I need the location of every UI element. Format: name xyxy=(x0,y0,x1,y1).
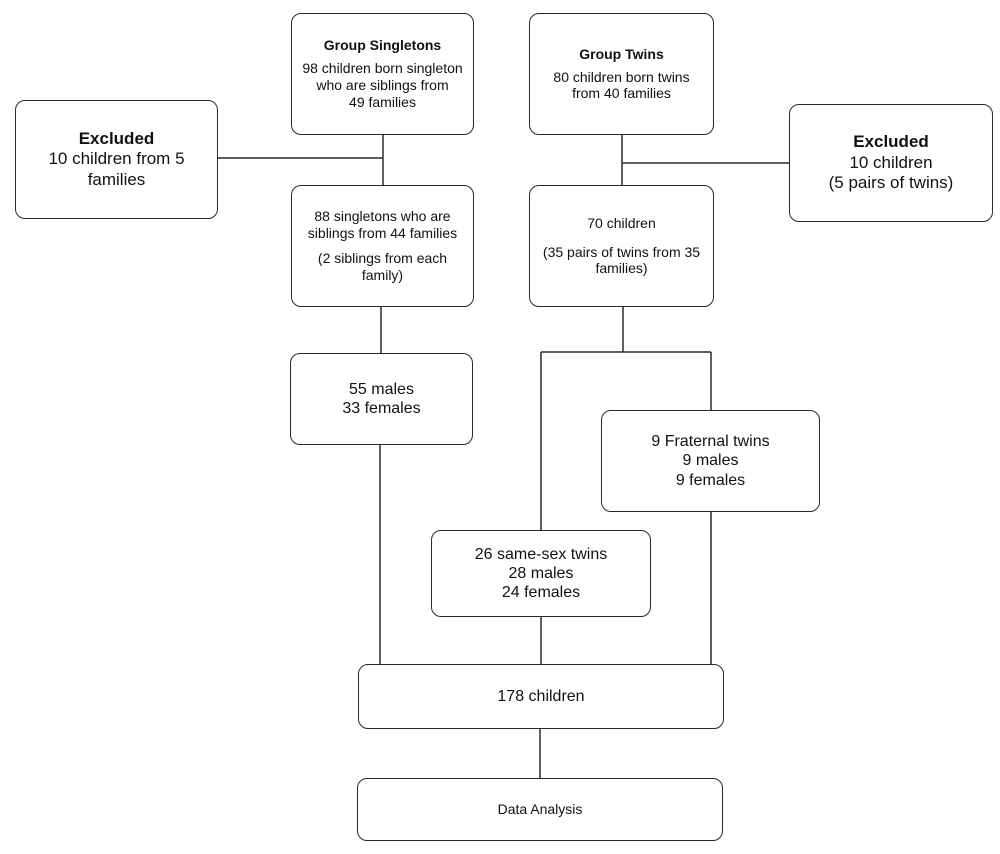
excluded-twins-title: Excluded xyxy=(853,132,929,152)
twins-kept-line2: (35 pairs of twins from 35 xyxy=(542,243,701,260)
excluded-singletons-title: Excluded xyxy=(78,128,155,148)
group-singletons-box: Group Singletons 98 children born single… xyxy=(291,13,474,135)
group-twins-line2: from 40 families xyxy=(572,85,671,102)
group-twins-box: Group Twins 80 children born twins from … xyxy=(529,13,714,135)
twins-kept-line3: families) xyxy=(595,260,648,277)
singletons-sex-box: 55 males 33 females xyxy=(290,353,473,445)
singletons-kept-line2: siblings from 44 families xyxy=(307,225,458,242)
excluded-twins-line2: (5 pairs of twins) xyxy=(828,173,954,193)
twins-kept-line1: 70 children xyxy=(587,214,656,231)
fraternal-males: 9 males xyxy=(682,452,739,470)
singletons-females: 33 females xyxy=(342,400,421,417)
excluded-singletons-line2: families xyxy=(87,169,146,189)
same-sex-females: 24 females xyxy=(501,584,581,602)
excluded-singletons-box: Excluded 10 children from 5 families xyxy=(15,100,218,219)
group-singletons-line1: 98 children born singleton xyxy=(302,60,463,77)
group-singletons-title: Group Singletons xyxy=(323,37,442,54)
excluded-singletons-line1: 10 children from 5 xyxy=(48,149,185,169)
group-singletons-line3: 49 families xyxy=(349,93,416,110)
same-sex-twins-box: 26 same-sex twins 28 males 24 females xyxy=(431,530,651,617)
singletons-kept-line3: (2 siblings from each xyxy=(317,250,448,266)
total-children-label: 178 children xyxy=(497,687,585,705)
same-sex-twins-count: 26 same-sex twins xyxy=(474,545,608,563)
excluded-twins-line1: 10 children xyxy=(849,152,933,172)
singletons-kept-box: 88 singletons who are siblings from 44 f… xyxy=(291,185,474,307)
group-singletons-line2: who are siblings from xyxy=(316,77,449,93)
data-analysis-box: Data Analysis xyxy=(357,778,723,841)
singletons-kept-line4: family) xyxy=(361,266,404,283)
singletons-kept-line1: 88 singletons who are xyxy=(314,208,451,225)
excluded-twins-box: Excluded 10 children (5 pairs of twins) xyxy=(789,104,993,222)
twins-kept-box: 70 children (35 pairs of twins from 35 f… xyxy=(529,185,714,307)
fraternal-twins-box: 9 Fraternal twins 9 males 9 females xyxy=(601,410,820,512)
data-analysis-label: Data Analysis xyxy=(497,801,583,818)
total-children-box: 178 children xyxy=(358,664,724,729)
group-twins-title: Group Twins xyxy=(579,45,664,62)
group-twins-line1: 80 children born twins xyxy=(553,68,690,85)
singletons-males: 55 males xyxy=(349,380,414,398)
fraternal-females: 9 females xyxy=(675,471,746,489)
same-sex-males: 28 males xyxy=(508,564,574,582)
fraternal-twins-count: 9 Fraternal twins xyxy=(651,433,770,451)
